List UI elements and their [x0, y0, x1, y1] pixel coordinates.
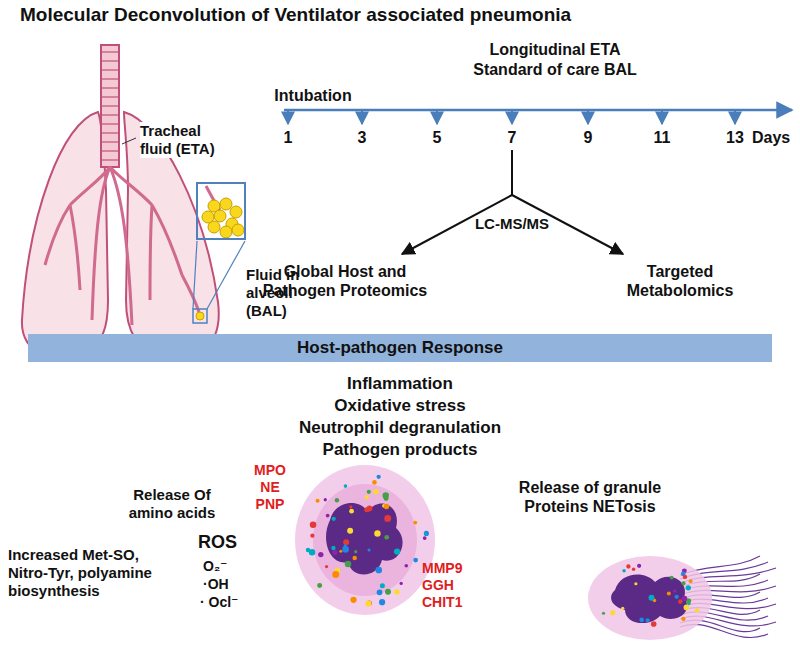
day-number: 7: [497, 128, 527, 147]
axis-unit: Days: [752, 128, 796, 147]
diagram-title: Molecular Deconvolution of Ventilator as…: [20, 4, 780, 27]
protein-label: MMP9 GGH CHIT1: [422, 560, 476, 610]
day-number: 5: [422, 128, 452, 147]
ros-label: ROS: [198, 532, 258, 554]
response-item: Pathogen products: [240, 440, 560, 460]
band-title: Host-pathogen Response: [28, 338, 772, 358]
timeline-label: Standard of care BAL: [435, 60, 675, 79]
neutrophil-illustration: [295, 465, 435, 615]
ros-species: O₂⁻: [203, 558, 253, 575]
day-number: 3: [347, 128, 377, 147]
ros-species: · Ocl⁻: [200, 594, 260, 611]
timeline: [284, 110, 792, 124]
response-item: Neutrophil degranulation: [240, 418, 560, 438]
day-number: 13: [720, 128, 750, 147]
organ-label: Tracheal fluid (ETA): [140, 122, 220, 158]
alveoli-box: Fluid in alveoli (BAL): [196, 182, 246, 240]
day-number: 11: [647, 128, 677, 147]
timeline-label: Longitudinal ETA: [445, 40, 665, 59]
process-label: Increased Met-SO, Nitro-Tyr, polyamine b…: [8, 546, 170, 600]
timeline-label: Intubation: [263, 86, 363, 105]
analysis-label: Targeted Metabolomics: [615, 262, 745, 300]
response-band: Host-pathogen Response: [28, 334, 772, 362]
box-heading: Fluid in alveoli (BAL): [246, 266, 318, 320]
day-number: 9: [573, 128, 603, 147]
response-item: Inflammation: [240, 374, 560, 394]
day-number: 1: [273, 128, 303, 147]
branch-arrows: [402, 150, 623, 254]
net-illustration: [588, 556, 776, 640]
lung-illustration: [22, 45, 245, 359]
process-label: Release Of amino acids: [126, 486, 218, 522]
method-label: LC-MS/MS: [462, 215, 562, 233]
response-item: Oxidative stress: [240, 396, 560, 416]
ros-species: ·OH: [203, 576, 253, 593]
protein-label: MPO NE PNP: [247, 462, 293, 512]
process-label: Release of granule Proteins NETosis: [490, 478, 690, 516]
